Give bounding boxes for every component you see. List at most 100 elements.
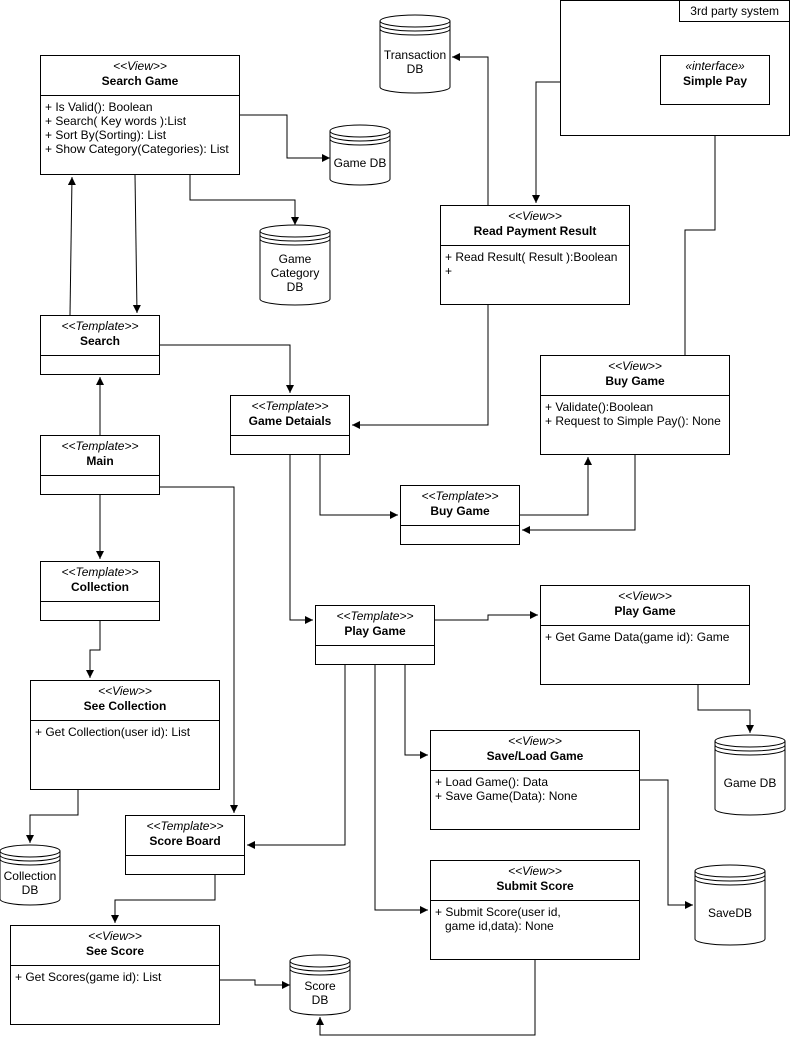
connector-arrow [520,457,592,516]
class-stereotype: <<Template>> [336,609,414,623]
class-name: Play Game [344,624,406,638]
class-header: <<View>>Save/Load Game [431,731,639,771]
class-box-buy-game-template: <<Template>>Buy Game [400,485,520,545]
database-label-line: Score [304,979,336,993]
class-members [41,356,159,360]
third-party-system-label: 3rd party system [679,0,790,22]
connector-arrow [452,53,489,205]
class-member: + Get Scores(game id): List [15,970,162,984]
class-members: + Validate():Boolean+ Request to Simple … [541,396,729,428]
class-stereotype: <<Template>> [421,489,499,503]
class-member: + Sort By(Sorting): List [45,128,167,142]
connector-arrow [404,665,428,759]
database-label-line: DB [286,280,304,294]
class-stereotype: <<View>> [88,929,142,943]
class-member: + Get Collection(user id): List [35,725,191,739]
class-stereotype: <<Template>> [251,399,329,413]
class-box-buy-game-view: <<View>>Buy Game+ Validate():Boolean+ Re… [540,355,730,455]
database-label-line: DB [21,883,39,897]
database-label-line: Game DB [723,776,777,790]
connector-arrow [289,455,313,624]
class-member: + Request to Simple Pay(): None [545,414,721,428]
connector-arrow [697,685,754,733]
class-header: <<Template>>Main [41,436,159,476]
class-header: <<Template>>Score Board [126,816,244,856]
database-label: SaveDB [695,906,765,920]
class-stereotype: <<View>> [508,864,562,878]
class-name: Game Detaials [248,414,332,428]
class-box-main-template: <<Template>>Main [40,435,160,495]
class-member: + Search( Key words ):List [45,114,187,128]
class-name: Main [86,454,114,468]
class-header: <<Template>>Search [41,316,159,356]
class-members: + Read Result( Result ):Boolean+ [441,246,629,278]
class-name: Buy Game [430,504,490,518]
class-members: + Is Valid(): Boolean+ Search( Key words… [41,96,239,156]
connector-arrow [240,114,330,162]
class-header: <<View>>See Collection [31,681,219,721]
class-header: <<View>>Submit Score [431,861,639,901]
class-members: + Submit Score(user id, game id,data): N… [431,901,639,933]
class-stereotype: <<View>> [618,589,672,603]
class-name: Score Board [149,834,221,848]
connector-arrow [684,107,719,355]
class-stereotype: <<Template>> [61,565,139,579]
class-name: Save/Load Game [486,749,584,763]
class-box-see-collection-view: <<View>>See Collection + Get Collection(u… [30,680,220,790]
class-stereotype: «interface» [685,59,745,73]
class-box-simple-pay-interface: «interface»Simple Pay [660,55,770,105]
class-member: + Is Valid(): Boolean [45,100,153,114]
class-header: <<View>>Search Game [41,56,239,96]
class-name: See Collection [83,699,167,713]
class-member: + Show Category(Categories): List [45,142,229,156]
database-label-line: Collection [3,869,57,883]
database-label-line: DB [311,993,329,1007]
class-name: Submit Score [496,879,574,893]
class-header: <<Template>>Play Game [316,606,434,646]
class-header: <<View>>Read Payment Result [441,206,629,246]
class-members: + Get Collection(user id): List [31,721,219,739]
class-members: + Get Game Data(game id): Game [541,626,749,644]
connector-arrow [160,344,294,393]
class-box-save-load-game-view: <<View>>Save/Load Game + Load Game(): Dat… [430,730,640,830]
connector-arrow [220,979,290,989]
class-members: + Get Scores(game id): List [11,966,219,984]
database-label-line: SaveDB [707,906,753,920]
class-box-read-payment-result-view: <<View>>Read Payment Result+ Read Result… [440,205,630,305]
class-name: Collection [70,580,129,594]
class-box-see-score-view: <<View>>See Score + Get Scores(game id): … [10,925,220,1025]
database-label-line: DB [406,62,424,76]
database-label: Game DB [715,776,785,790]
class-header: <<View>>Play Game [541,586,749,626]
class-members [126,856,244,860]
connector-arrow [247,665,346,849]
connector-arrow [374,665,428,914]
class-box-search-template: <<Template>>Search [40,315,160,375]
connector-arrow [189,175,299,225]
database-label-line: Game [278,252,312,266]
class-stereotype: <<View>> [113,59,167,73]
class-stereotype: <<View>> [508,734,562,748]
class-stereotype: <<View>> [98,684,152,698]
class-member: + Read Result( Result ):Boolean [445,250,618,264]
class-member: + [445,264,453,278]
connector-arrow [522,455,636,534]
class-member: game id,data): None [435,919,554,933]
connector-arrow [86,621,101,678]
class-members [316,646,434,650]
class-stereotype: <<View>> [508,209,562,223]
database-label: Game DB [330,156,390,170]
class-box-play-game-template: <<Template>>Play Game [315,605,435,665]
connector-arrow [132,174,141,314]
class-header: <<Template>>Collection [41,562,159,602]
class-member: + Submit Score(user id, [435,905,561,919]
connector-arrow [160,486,238,813]
class-header: <<View>>See Score [11,926,219,966]
class-name: Buy Game [605,374,665,388]
class-members [41,476,159,480]
class-box-score-board-template: <<Template>>Score Board [125,815,245,875]
class-member: + Load Game(): Data [435,775,549,789]
connector-arrow [640,779,693,909]
